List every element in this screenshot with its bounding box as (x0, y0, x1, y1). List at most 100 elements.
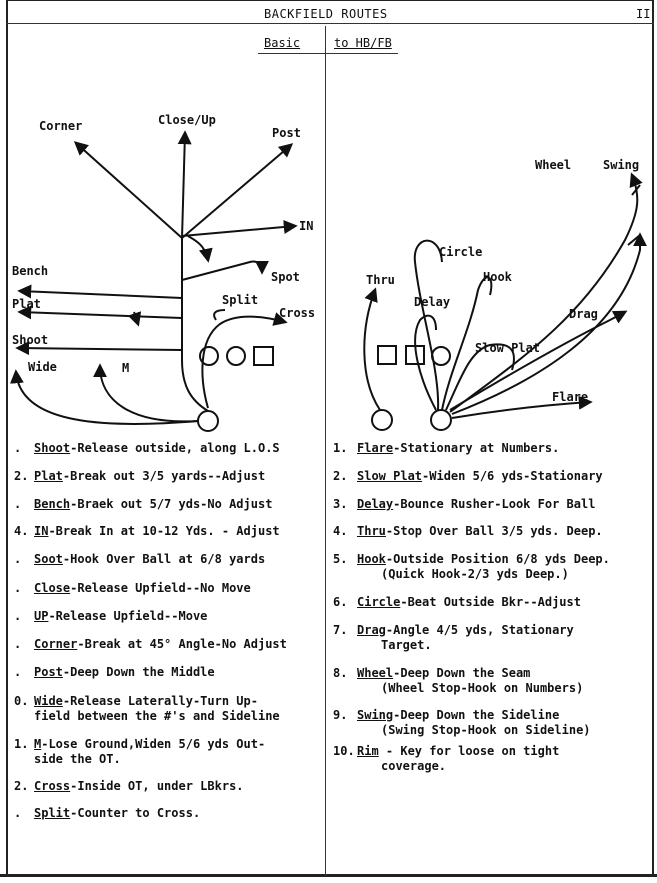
definition-number: 6. (333, 595, 348, 609)
definition-continuation: (Wheel Stop-Hook on Numbers) (381, 681, 584, 695)
right-lineman-square-1 (377, 345, 397, 365)
subtitle-basic: Basic (264, 36, 301, 50)
left-definition-item: .Soot-Hook Over Ball at 6/8 yards (14, 552, 265, 567)
left-definition-item: 1.M-Lose Ground,Widen 5/6 yds Out-side t… (14, 737, 265, 767)
label-swing: Swing (603, 158, 640, 172)
route-split (201, 312, 288, 409)
definition-number: 4. (333, 524, 348, 538)
route-drag (449, 310, 628, 411)
definition-term: IN (34, 524, 49, 538)
definition-text: -Lose Ground,Widen 5/6 yds Out- (41, 737, 266, 751)
definition-number: . (14, 552, 22, 566)
definition-text: -Release outside, along L.O.S (70, 441, 280, 455)
left-definition-item: .Shoot-Release outside, along L.O.S (14, 441, 280, 456)
definition-number: 10. (333, 744, 355, 758)
definition-term: Plat (34, 469, 63, 483)
definition-number: 1. (333, 441, 348, 455)
label-in: IN (299, 219, 314, 233)
label-circle: Circle (439, 245, 483, 259)
label-wheel: Wheel (535, 158, 572, 172)
definition-text: -Angle 4/5 yds, Stationary (385, 623, 574, 637)
definition-term: Soot (34, 552, 63, 566)
right-lineman-3 (431, 346, 451, 366)
right-back-1 (371, 409, 393, 431)
left-definition-item: .Corner-Break at 45° Angle-No Adjust (14, 637, 287, 652)
left-definition-item: 4.IN-Break In at 10-12 Yds. - Adjust (14, 524, 280, 539)
definition-number: . (14, 806, 22, 820)
route-flare (451, 395, 593, 419)
route-hook-mark (187, 235, 213, 263)
route-hook (441, 276, 493, 411)
definition-continuation: field between the #'s and Sideline (34, 709, 280, 723)
definition-term: Shoot (34, 441, 71, 455)
left-definition-item: . UP-Release Upfield--Move (14, 609, 207, 624)
route-shoot (15, 341, 183, 356)
definition-text: -Bounce Rusher-Look For Ball (393, 497, 596, 511)
right-back-2 (430, 409, 452, 431)
definition-term: UP (34, 609, 49, 623)
left-lineman-2 (226, 346, 246, 366)
definition-text: -Release Upfield--No Move (70, 581, 251, 595)
definition-term: Wheel (357, 666, 394, 680)
definition-number: . (14, 581, 22, 595)
definition-term: Wide (34, 694, 63, 708)
label-flare: Flare (552, 390, 589, 404)
page-number: II (636, 7, 651, 21)
label-post: Post (272, 126, 301, 140)
left-back (197, 410, 219, 432)
definition-number: 1. (14, 737, 29, 751)
definition-text: -Counter to Cross. (70, 806, 201, 820)
right-definition-item: 4.Thru-Stop Over Ball 3/5 yds. Deep. (333, 524, 603, 539)
route-corner (73, 141, 183, 239)
label-corner: Corner (39, 119, 83, 133)
label-delay: Delay (414, 295, 451, 309)
label-thru: Thru (366, 273, 395, 287)
route-plat (17, 305, 183, 320)
definition-text: -Break out 3/5 yards--Adjust (62, 469, 266, 483)
header-rule (6, 23, 654, 24)
definition-term: Post (34, 665, 63, 679)
label-shoot: Shoot (12, 333, 49, 347)
left-definition-item: .Post-Deep Down the Middle (14, 665, 215, 680)
route-close-up (177, 130, 192, 239)
label-spot: Spot (271, 270, 300, 284)
definition-continuation: (Swing Stop-Hook on Sideline) (381, 723, 591, 737)
right-definition-item: 3.Delay-Bounce Rusher-Look For Ball (333, 497, 595, 512)
definition-text: -Inside OT, under LBkrs. (70, 779, 244, 793)
route-notch (127, 311, 142, 327)
right-definition-item: 2.Slow Plat-Widen 5/6 yds-Stationary (333, 469, 603, 484)
definition-text: -Release Upfield--Move (48, 609, 208, 623)
route-swing (451, 232, 647, 415)
left-lineman-1 (199, 346, 219, 366)
column-divider (325, 26, 326, 876)
definition-term: Corner (34, 637, 78, 651)
right-definition-item: 6.Circle-Beat Outside Bkr--Adjust (333, 595, 581, 610)
definition-term: Rim (357, 744, 379, 758)
definition-number: 2. (333, 469, 348, 483)
label-drag: Drag (569, 307, 598, 321)
definition-term: M (34, 737, 42, 751)
label-bench: Bench (12, 264, 49, 278)
route-wheel (449, 172, 643, 413)
definition-term: Cross (34, 779, 71, 793)
route-post (181, 143, 294, 239)
frame-bottom-border (0, 874, 657, 877)
label-cross: Cross (279, 306, 316, 320)
right-definition-item: 8.Wheel-Deep Down the Seam(Wheel Stop-Ho… (333, 666, 583, 696)
route-in (181, 220, 298, 237)
label-plat: Plat (12, 297, 41, 311)
definition-number: 7. (333, 623, 348, 637)
definition-text: -Deep Down the Sideline (393, 708, 560, 722)
definition-number: 8. (333, 666, 348, 680)
definition-number: 5. (333, 552, 348, 566)
definition-text: -Deep Down the Middle (62, 665, 215, 679)
label-split: Split (222, 293, 259, 307)
definition-term: Thru (357, 524, 386, 538)
definition-text: -Widen 5/6 yds-Stationary (422, 469, 603, 483)
label-slow-plat: Slow Plat (475, 341, 541, 355)
right-definition-item: 5.Hook-Outside Position 6/8 yds Deep.(Qu… (333, 552, 610, 582)
definition-number: . (14, 609, 22, 623)
definition-term: Delay (357, 497, 394, 511)
